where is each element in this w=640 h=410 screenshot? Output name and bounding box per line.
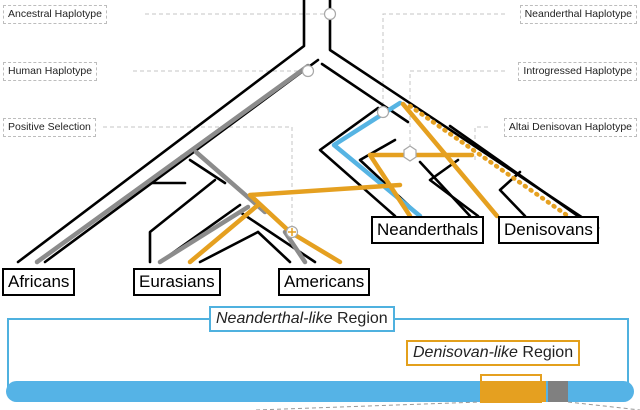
positive-selection-label: Positive Selection bbox=[3, 118, 96, 137]
eurasians-label: Eurasians bbox=[133, 268, 221, 296]
chromosome-gray-segment bbox=[548, 381, 568, 402]
introgressed-marker bbox=[403, 145, 417, 162]
neanderthals-label: Neanderthals bbox=[371, 216, 485, 244]
neanderthal-haplotype-lines bbox=[331, 100, 423, 219]
zoom-guide bbox=[255, 401, 640, 410]
denisovan-region-fill bbox=[480, 381, 546, 402]
altai-denisovan-dots bbox=[407, 103, 571, 219]
ancestral-haplotype-label: Ancestral Haplotype bbox=[3, 5, 107, 24]
altai-denisovan-haplotype-label: Altai Denisovan Haplotype bbox=[503, 118, 637, 137]
introgressed-haplotype-label: Introgressed Haplotype bbox=[518, 62, 637, 81]
introgressed-haplotype-lines bbox=[187, 101, 500, 265]
marker-circles bbox=[301, 7, 390, 119]
denisovan-region-suffix: Region bbox=[517, 344, 574, 361]
chromosome-bar bbox=[6, 381, 634, 402]
positive-selection-marker bbox=[285, 225, 299, 239]
neanderthal-haplotype-label: Neanderthal Haplotype bbox=[519, 5, 637, 24]
denisovan-like-italic: Denisovan-like bbox=[413, 344, 518, 361]
human-haplotype-lines bbox=[34, 63, 311, 265]
denisovan-like-region-label: Denisovan-like Region bbox=[406, 340, 581, 366]
americans-label: Americans bbox=[278, 268, 371, 296]
neanderthal-like-region-label: Neanderthal-like Region bbox=[209, 306, 395, 332]
neanderthal-like-italic: Neanderthal-like bbox=[216, 310, 333, 327]
africans-label: Africans bbox=[2, 268, 76, 296]
denisovans-label: Denisovans bbox=[498, 216, 599, 244]
denisovan-region-box bbox=[480, 374, 542, 403]
neanderthal-region-suffix: Region bbox=[332, 310, 388, 327]
human-haplotype-label: Human Haplotype bbox=[3, 62, 98, 81]
